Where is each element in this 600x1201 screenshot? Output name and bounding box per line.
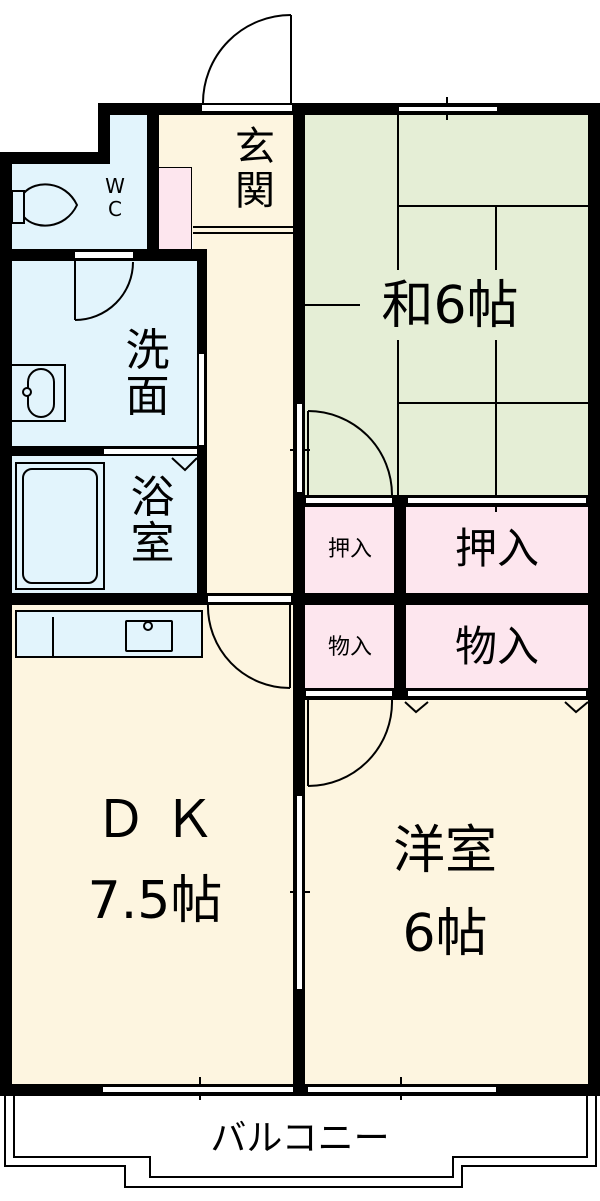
washitsu-window xyxy=(398,106,498,112)
genkan-step-line xyxy=(193,226,293,234)
wall-closet-divider xyxy=(394,495,406,700)
kitchen-faucet xyxy=(143,621,153,631)
bathtub-inner xyxy=(22,468,98,584)
dk-label: Ｄ Ｋ 7.5帖 xyxy=(87,790,223,931)
monoire-small-label: 物入 xyxy=(327,635,372,660)
oshiire-large-label: 押入 xyxy=(454,524,539,573)
shoe-closet xyxy=(157,167,192,252)
monoire-large-label: 物入 xyxy=(454,622,539,671)
oshiire-small-label: 押入 xyxy=(327,537,372,562)
bathroom-floor xyxy=(10,455,200,595)
dk-floor xyxy=(10,603,296,1085)
genkan-label: 玄 関 xyxy=(235,124,275,214)
washbasin-drain xyxy=(22,387,32,397)
washroom-label: 洗 面 xyxy=(125,325,170,423)
washbasin xyxy=(10,364,66,422)
oshiire-small-sliding xyxy=(305,497,393,504)
wall-top-wc-lower xyxy=(0,152,110,164)
washitsu-door-opening xyxy=(296,403,303,493)
monoire-large-fill xyxy=(404,603,590,691)
kitchen-counter-divider xyxy=(52,617,54,658)
monoire-small-sliding xyxy=(305,690,393,697)
dk-balcony-window xyxy=(102,1086,294,1093)
yoshitsu-side-opening xyxy=(296,795,303,990)
yoshitsu-label: 洋室 6帖 xyxy=(392,821,497,965)
wall-wc-genkan xyxy=(147,103,159,253)
washitsu-label: 和6帖 xyxy=(350,276,550,337)
wall-wc-notch-vertical xyxy=(98,103,110,163)
yoshitsu-floor xyxy=(304,700,590,1085)
dk-door-opening xyxy=(207,595,292,603)
bathroom-door-opening xyxy=(103,448,198,455)
monoire-small-fill xyxy=(304,603,396,691)
oshiire-large-fill xyxy=(404,505,590,593)
entry-door-opening xyxy=(201,104,293,112)
monoire-large-sliding xyxy=(407,690,587,697)
oshiire-large-sliding xyxy=(407,497,587,504)
balcony-label: バルコニー xyxy=(210,1118,390,1159)
washroom-door-opening xyxy=(74,251,134,259)
wc-label: W C xyxy=(105,174,125,221)
yoshitsu-balcony-window xyxy=(307,1086,497,1093)
washroom-side-opening xyxy=(198,353,205,446)
bathroom-label: 浴 室 xyxy=(130,472,175,570)
bathtub-outer xyxy=(15,462,105,590)
hallway-floor xyxy=(193,230,298,600)
wall-top-wc-upper xyxy=(98,103,598,115)
oshiire-small-fill xyxy=(304,505,396,593)
wall-left xyxy=(0,152,12,1096)
